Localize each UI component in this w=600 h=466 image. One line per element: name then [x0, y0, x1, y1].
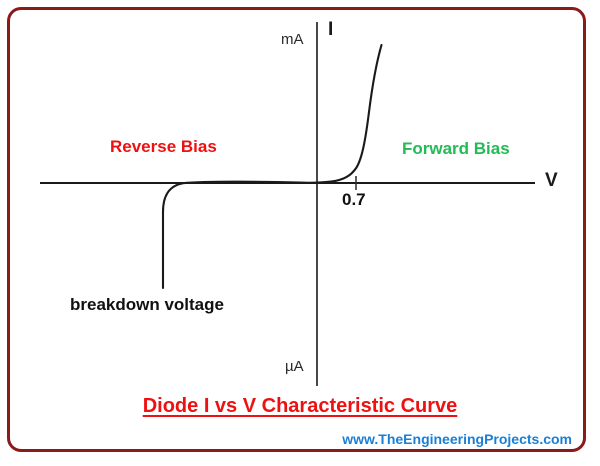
figure-border — [7, 7, 586, 452]
breakdown-voltage-label: breakdown voltage — [70, 295, 224, 314]
y-axis-unit-milliamp: mA — [281, 31, 304, 48]
y-axis-label-current: I — [328, 19, 334, 40]
threshold-voltage-label: 0.7 — [342, 190, 366, 209]
forward-bias-label: Forward Bias — [402, 139, 510, 158]
y-axis-unit-microamp: µA — [285, 358, 304, 375]
diode-iv-curve — [161, 43, 383, 290]
x-axis-label-voltage: V — [545, 170, 558, 191]
figure-title: Diode I vs V Characteristic Curve — [142, 395, 458, 417]
reverse-bias-label: Reverse Bias — [110, 137, 217, 156]
site-url-credit: www.TheEngineeringProjects.com — [342, 431, 572, 447]
